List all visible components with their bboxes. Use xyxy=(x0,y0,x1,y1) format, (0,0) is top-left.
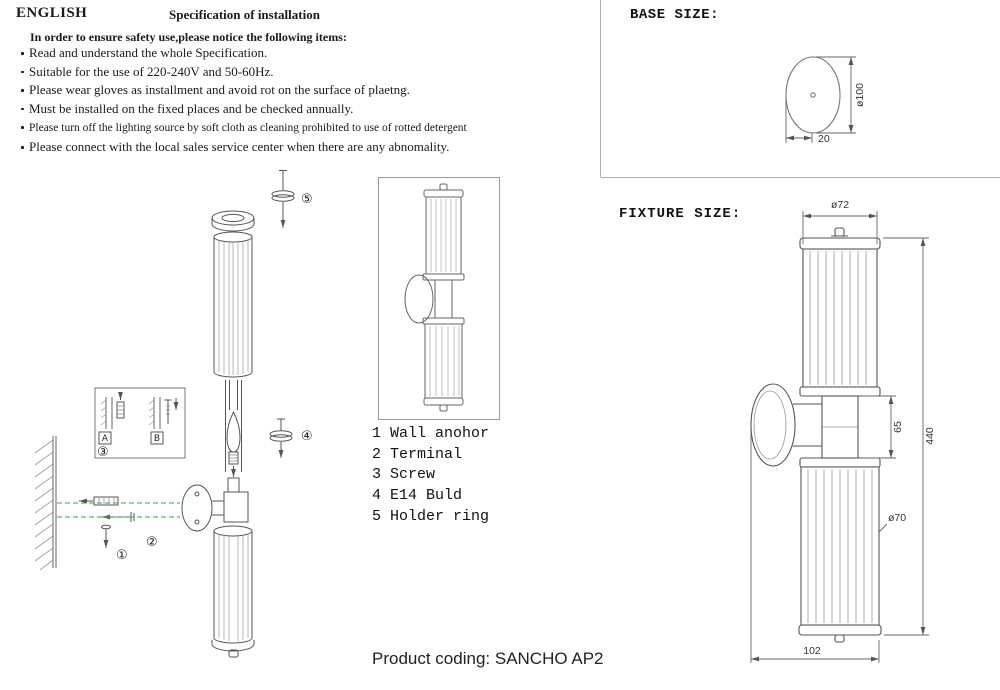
part-number: 2 xyxy=(372,445,382,463)
detail-b-label: B xyxy=(154,434,160,444)
screw-top xyxy=(271,170,295,228)
part-number: 5 xyxy=(372,507,382,525)
language-label: ENGLISH xyxy=(16,5,88,21)
dim-fixture-total-height: 440 xyxy=(924,427,936,445)
callout-1: ① xyxy=(116,548,128,563)
part-name: Holder ring xyxy=(390,507,490,525)
fixture-wall-plate xyxy=(750,383,796,467)
exploded-view xyxy=(34,170,295,658)
section-dividers xyxy=(600,0,1000,178)
fixture-size-drawing xyxy=(750,227,882,643)
part-number: 1 xyxy=(372,425,382,442)
wall-screws xyxy=(79,496,135,548)
dim-base-diameter: ø100 xyxy=(854,83,866,107)
product-coding: Product coding: SANCHO AP2 xyxy=(372,649,604,668)
assembled-view xyxy=(404,183,465,412)
part-name: Wall anohor xyxy=(390,425,490,442)
base-dimension-lines xyxy=(785,56,856,143)
alignment-guides xyxy=(57,502,180,518)
holder-ring xyxy=(211,210,255,232)
safety-list: Read and understand the whole Specificat… xyxy=(20,44,535,157)
safety-intro: In order to ensure safety use,please not… xyxy=(30,30,347,44)
safety-item-4: Must be installed on the fixed places an… xyxy=(20,100,535,119)
upper-tube xyxy=(213,231,253,378)
dim-base-depth: 20 xyxy=(818,133,830,145)
base-size-label: BASE SIZE: xyxy=(630,7,720,23)
part-row-3: 3 Screw xyxy=(372,465,489,486)
dim-fixture-body-diameter: ø70 xyxy=(888,512,906,524)
dim-fixture-base-width: 102 xyxy=(803,645,821,657)
page-title: Specification of installation xyxy=(169,7,320,22)
dim-fixture-top-diameter: ø72 xyxy=(831,199,849,211)
assembled-wall-plate xyxy=(404,274,434,324)
base-size-drawing: 20 ø100 xyxy=(785,56,866,145)
fixture-dimension-lines xyxy=(750,211,929,663)
part-number: 4 xyxy=(372,487,382,505)
callout-3: ③ xyxy=(97,445,109,460)
lower-tube xyxy=(211,525,255,658)
callout-4: ④ xyxy=(301,429,313,444)
support-rods xyxy=(225,380,242,472)
safety-item-3: Please wear gloves as installment and av… xyxy=(20,81,535,100)
part-name: Terminal xyxy=(390,445,463,463)
part-row-4: 4 E14 Buld xyxy=(372,486,489,507)
callout-5: ⑤ xyxy=(301,192,313,207)
safety-item-1: Read and understand the whole Specificat… xyxy=(20,44,535,63)
detail-box xyxy=(94,387,186,459)
safety-item-6: Please connect with the local sales serv… xyxy=(20,138,535,157)
part-name: E14 Buld xyxy=(390,487,463,505)
assembled-view-frame xyxy=(378,177,500,420)
e14-bulb xyxy=(226,410,241,477)
dim-fixture-mid-height: 65 xyxy=(892,421,904,433)
detail-a-label: A xyxy=(102,434,109,444)
screw-mid xyxy=(269,418,293,458)
wall-bracket xyxy=(181,477,249,532)
safety-item-5: Please turn off the lighting source by s… xyxy=(20,118,535,138)
fixture-size-label: FIXTURE SIZE: xyxy=(619,206,742,222)
part-number: 3 xyxy=(372,466,382,484)
part-name: Screw xyxy=(390,466,436,484)
callout-2: ② xyxy=(146,535,158,550)
part-row-1: 1 Wall anohor xyxy=(372,424,489,445)
part-row-5: 5 Holder ring xyxy=(372,507,489,528)
parts-list: 1 Wall anohor 2 Terminal 3 Screw 4 E14 B… xyxy=(372,424,489,528)
wall xyxy=(34,436,57,571)
part-row-2: 2 Terminal xyxy=(372,445,489,466)
safety-item-2: Suitable for the use of 220-240V and 50-… xyxy=(20,63,535,82)
